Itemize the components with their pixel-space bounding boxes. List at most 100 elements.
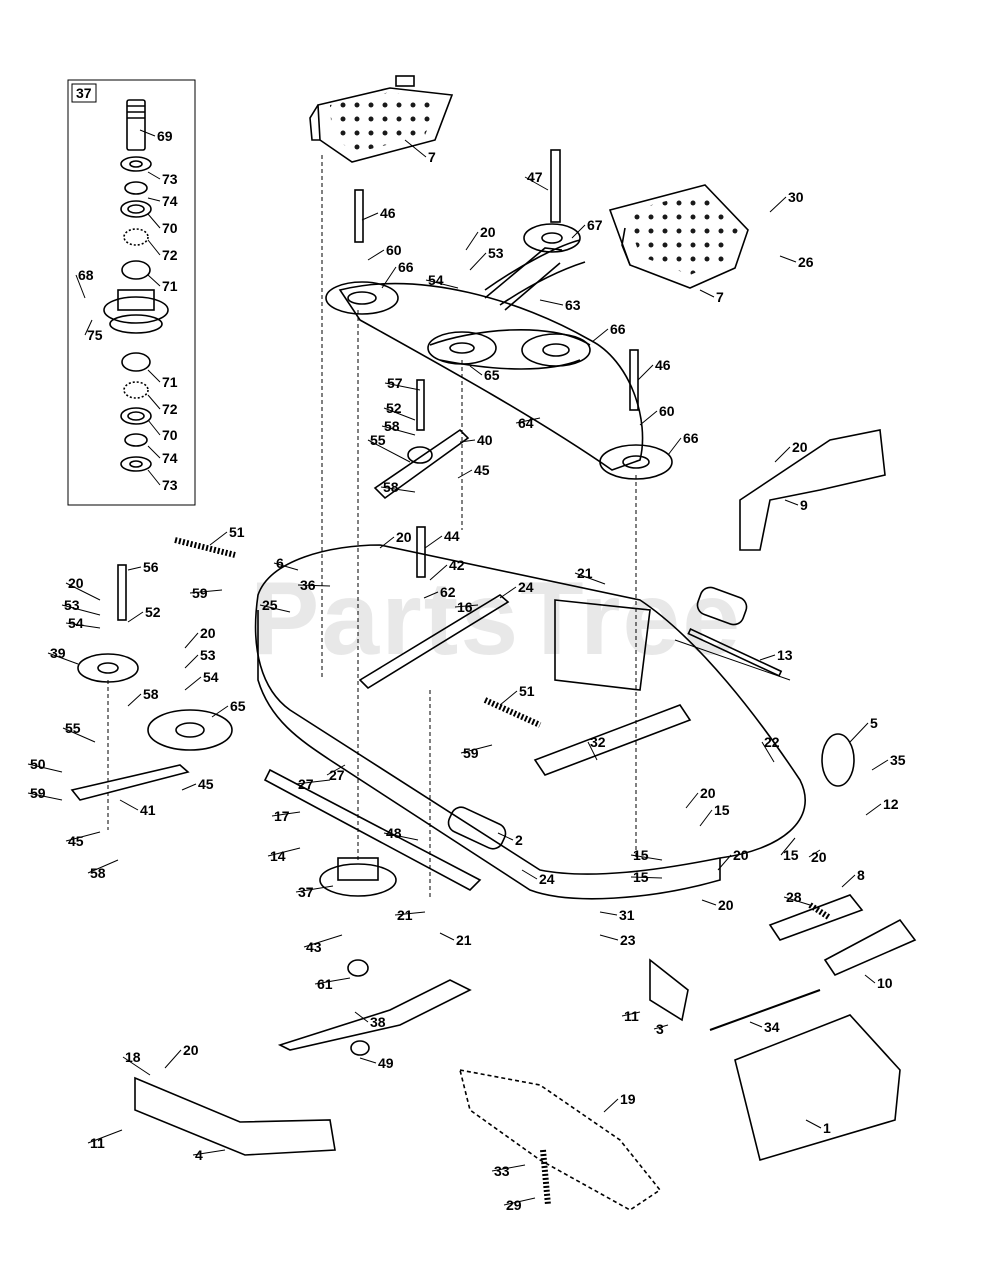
part-callout-label: 40 <box>477 432 493 448</box>
part-callout-label: 65 <box>230 698 246 714</box>
part-callout-leader <box>297 584 331 587</box>
part-callout-label: 33 <box>494 1163 510 1179</box>
roller-27 <box>696 586 748 626</box>
inset-callout-label: 70 <box>162 427 178 443</box>
part-callout-label: 58 <box>383 479 399 495</box>
pulley-65-left <box>147 709 233 751</box>
part-callout-leader <box>571 224 586 239</box>
part-callout-leader <box>429 564 448 581</box>
part-callout-label: 27 <box>298 776 314 792</box>
part-callout-leader <box>497 832 514 841</box>
part-callout-label: 53 <box>200 647 216 663</box>
part-callout-leader <box>469 252 487 271</box>
part-callout-leader <box>783 896 811 906</box>
part-callout-label: 11 <box>624 1008 639 1024</box>
part-callout-leader <box>865 803 882 816</box>
part-callout-label: 20 <box>68 575 84 591</box>
part-callout-label: 54 <box>68 615 84 631</box>
part-callout-leader <box>749 1021 763 1028</box>
cover-1 <box>734 1014 901 1162</box>
part-callout-label: 28 <box>786 889 802 905</box>
part-callout-leader <box>637 364 654 381</box>
inset-callout-leader <box>147 419 161 436</box>
part-callout-label: 20 <box>396 529 412 545</box>
part-callout-label: 25 <box>262 597 278 613</box>
inset-callout-leader <box>147 469 161 486</box>
part-callout-label: 64 <box>518 415 534 431</box>
part-callout-label: 22 <box>764 734 780 750</box>
part-callout-leader <box>603 1098 619 1113</box>
part-callout-leader <box>184 654 199 669</box>
part-callout-label: 15 <box>633 869 649 885</box>
part-callout-leader <box>779 255 797 263</box>
part-callout-label: 8 <box>857 867 865 883</box>
part-callout-leader <box>380 486 416 493</box>
part-callout-leader <box>667 437 682 456</box>
part-callout-leader <box>699 289 715 298</box>
bolt-46-left <box>354 189 364 243</box>
part-callout-leader <box>127 611 144 623</box>
inset-callout-leader <box>147 369 161 383</box>
part-callout-leader <box>314 977 351 985</box>
roller-27-lower <box>447 806 507 850</box>
part-callout-label: 53 <box>64 597 80 613</box>
blade-38 <box>277 979 472 1051</box>
inset-callout-label: 75 <box>87 327 103 343</box>
part-callout-leader <box>717 854 732 871</box>
inset-frame <box>67 79 196 506</box>
part-callout-leader <box>701 899 717 906</box>
part-callout-label: 53 <box>488 245 504 261</box>
pulley-66-mid <box>521 333 591 367</box>
inset-callout-leader <box>84 319 93 336</box>
part-callout-leader <box>849 722 869 743</box>
part-callout-label: 30 <box>788 189 804 205</box>
part-callout-label: 48 <box>386 825 402 841</box>
part-callout-label: 14 <box>270 848 286 864</box>
part-callout-label: 15 <box>714 802 730 818</box>
part-callout-label: 7 <box>716 289 724 305</box>
part-callout-leader <box>267 847 301 857</box>
part-callout-label: 36 <box>300 577 316 593</box>
part-callout-label: 46 <box>380 205 396 221</box>
part-callout-label: 15 <box>783 847 799 863</box>
inset-callout-label: 71 <box>162 374 178 390</box>
part-callout-label: 2 <box>515 832 523 848</box>
part-callout-leader <box>184 632 199 649</box>
lift-rod <box>358 594 510 690</box>
part-callout-label: 24 <box>539 871 555 887</box>
part-callout-leader <box>27 792 63 801</box>
part-labels: 7476730267466066205354636665466066575258… <box>27 139 906 1213</box>
inset-callout-leader <box>147 239 161 256</box>
part-callout-label: 62 <box>440 584 456 600</box>
part-callout-leader <box>539 299 564 306</box>
part-callout-leader <box>271 811 301 817</box>
part-callout-label: 20 <box>718 897 734 913</box>
idler-arm-40 <box>373 428 470 500</box>
part-callout-leader <box>359 1057 377 1064</box>
part-callout-leader <box>127 566 142 571</box>
part-callout-label: 21 <box>577 565 593 581</box>
part-callout-leader <box>384 382 421 391</box>
part-callout-label: 13 <box>777 647 793 663</box>
part-callout-leader <box>491 1164 526 1172</box>
part-callout-label: 61 <box>317 976 333 992</box>
part-callout-label: 52 <box>145 604 161 620</box>
part-callout-leader <box>521 869 538 880</box>
inset-callout-leader <box>147 274 161 287</box>
idler-pulley-67 <box>523 223 581 253</box>
part-callout-label: 1 <box>823 1120 831 1136</box>
bracket-10 <box>823 918 917 977</box>
bracket-9 <box>739 429 886 551</box>
bracket-3 <box>649 958 689 1022</box>
inset-callout-label: 73 <box>162 171 178 187</box>
part-callout-leader <box>864 974 876 984</box>
part-callout-leader <box>653 1024 669 1030</box>
part-callout-label: 18 <box>125 1049 141 1065</box>
inset-callout-label: 68 <box>78 267 94 283</box>
pulley-66-left <box>325 281 399 315</box>
part-callout-leader <box>87 1129 123 1144</box>
part-callout-leader <box>65 831 101 842</box>
part-callout-leader <box>808 849 821 858</box>
part-callout-label: 49 <box>378 1055 394 1071</box>
pulley-65-top <box>427 331 497 365</box>
